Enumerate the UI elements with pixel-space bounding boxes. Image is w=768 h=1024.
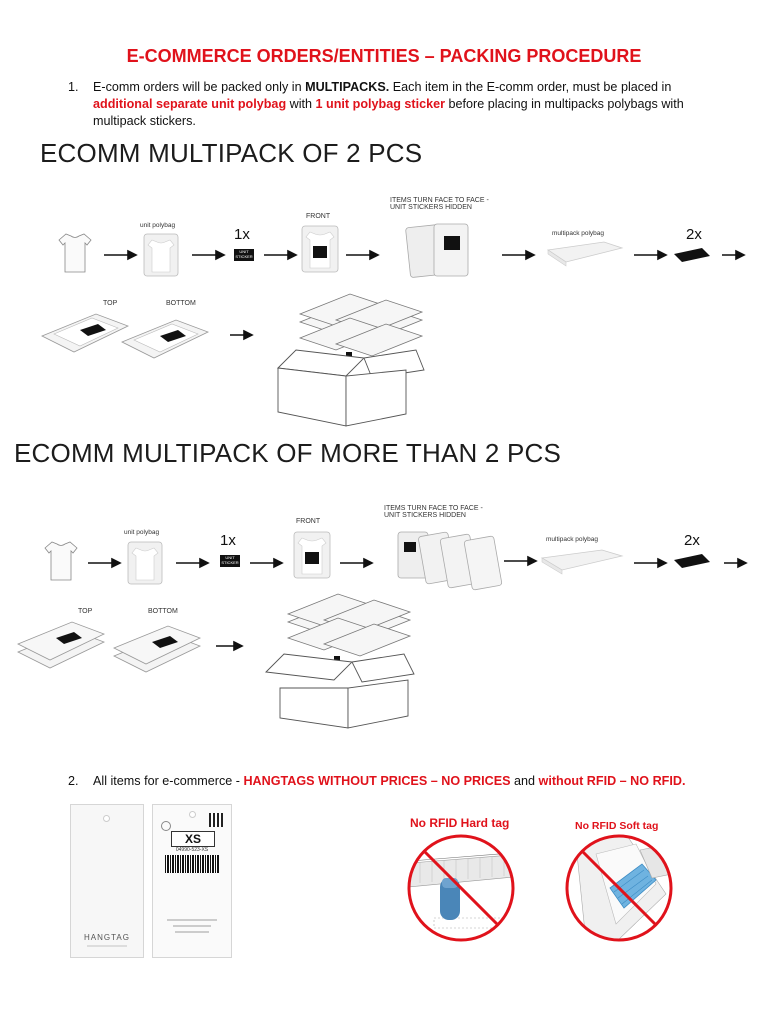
recycle-icon: [161, 821, 171, 831]
unit-sticker-icon: UNIT STICKER: [234, 249, 254, 261]
hangtag-fineprint: [173, 925, 211, 927]
multipack-bottom-icon: [113, 625, 202, 673]
shipping-box-icon: [277, 293, 425, 427]
item2-number: 2.: [68, 774, 79, 788]
tshirt-icon: [44, 541, 78, 581]
multipack-polybag-icon: [546, 241, 624, 267]
no-rfid-soft-label: No RFID Soft tag: [575, 820, 659, 832]
arrow-icon: [176, 557, 210, 569]
multiplier-2x: 2x: [686, 226, 702, 243]
size-label: XS: [171, 831, 215, 847]
hangtag-front: HANGTAG: [70, 804, 144, 958]
no-rfid-soft-tag-icon: [565, 834, 673, 942]
unit-polybag-icon: [143, 233, 179, 277]
hangtag-fineprint: [175, 931, 209, 933]
article-code: 04990-523-XS: [175, 847, 209, 853]
face-to-face-polybags-icon: [405, 223, 469, 278]
arrow-icon: [504, 555, 538, 567]
section1-heading: ECOMM MULTIPACK OF 2 PCS: [40, 138, 423, 168]
qr-code-icon: [209, 813, 223, 827]
hangtag-brand: HANGTAG: [84, 933, 130, 942]
item1-number: 1.: [68, 80, 79, 94]
multiplier-1x: 1x: [234, 226, 250, 243]
multipack-bottom-icon: [121, 319, 210, 359]
arrow-icon: [104, 249, 138, 261]
arrow-icon: [724, 557, 748, 569]
multipack-polybag-icon: [540, 549, 624, 575]
arrow-icon: [502, 249, 536, 261]
face-to-face-polybags-icon: [397, 531, 503, 591]
multipack-polybag-label: multipack polybag: [552, 230, 605, 237]
hangtag-back: XS 04990-523-XS: [152, 804, 232, 958]
section2-heading: ECOMM MULTIPACK OF MORE THAN 2 PCS: [14, 438, 562, 468]
hangtag-hole: [103, 815, 110, 822]
arrow-icon: [634, 249, 668, 261]
arrow-icon: [88, 557, 122, 569]
top-label: TOP: [103, 300, 118, 307]
multipack-top-icon: [41, 313, 130, 353]
hangtag-fineprint: [87, 945, 127, 947]
front-label: FRONT: [296, 518, 321, 525]
arrow-icon: [340, 557, 374, 569]
unit-polybag-label: unit polybag: [124, 529, 160, 536]
arrow-icon: [722, 249, 746, 261]
arrow-icon: [192, 249, 226, 261]
arrow-icon: [230, 329, 254, 341]
front-label: FRONT: [306, 213, 331, 220]
shipping-box-icon: [265, 593, 415, 729]
bottom-label: BOTTOM: [148, 608, 178, 615]
unit-polybag-icon: [127, 541, 163, 585]
items-turn-label: ITEMS TURN FACE TO FACE -UNIT STICKERS H…: [384, 505, 483, 519]
multiplier-1x: 1x: [220, 532, 236, 549]
tshirt-icon: [58, 233, 92, 273]
unit-polybag-label: unit polybag: [140, 222, 176, 229]
arrow-icon: [264, 249, 298, 261]
multipack-sticker-icon: [674, 554, 710, 568]
front-polybag-icon: [293, 531, 331, 579]
multipack-polybag-label: multipack polybag: [546, 536, 599, 543]
arrow-icon: [216, 640, 244, 652]
front-polybag-icon: [301, 225, 339, 273]
arrow-icon: [346, 249, 380, 261]
multiplier-2x: 2x: [684, 532, 700, 549]
no-rfid-hard-tag-icon: [407, 834, 515, 942]
no-rfid-hard-label: No RFID Hard tag: [410, 816, 510, 830]
hangtag-hole: [189, 811, 196, 818]
page-title: E-COMMERCE ORDERS/ENTITIES – PACKING PRO…: [126, 46, 642, 66]
hangtag-fineprint: [167, 919, 217, 921]
items-turn-label: ITEMS TURN FACE TO FACE -UNIT STICKERS H…: [390, 197, 489, 211]
barcode-icon: [165, 855, 219, 873]
multipack-top-icon: [17, 621, 106, 669]
arrow-icon: [250, 557, 284, 569]
arrow-icon: [634, 557, 668, 569]
multipack-sticker-icon: [674, 248, 710, 262]
item1-text: E-comm orders will be packed only in MUL…: [93, 80, 684, 128]
bottom-label: BOTTOM: [166, 300, 196, 307]
item2-text: All items for e-commerce - HANGTAGS WITH…: [93, 774, 686, 788]
top-label: TOP: [78, 608, 93, 615]
unit-sticker-icon: UNIT STICKER: [220, 555, 240, 567]
